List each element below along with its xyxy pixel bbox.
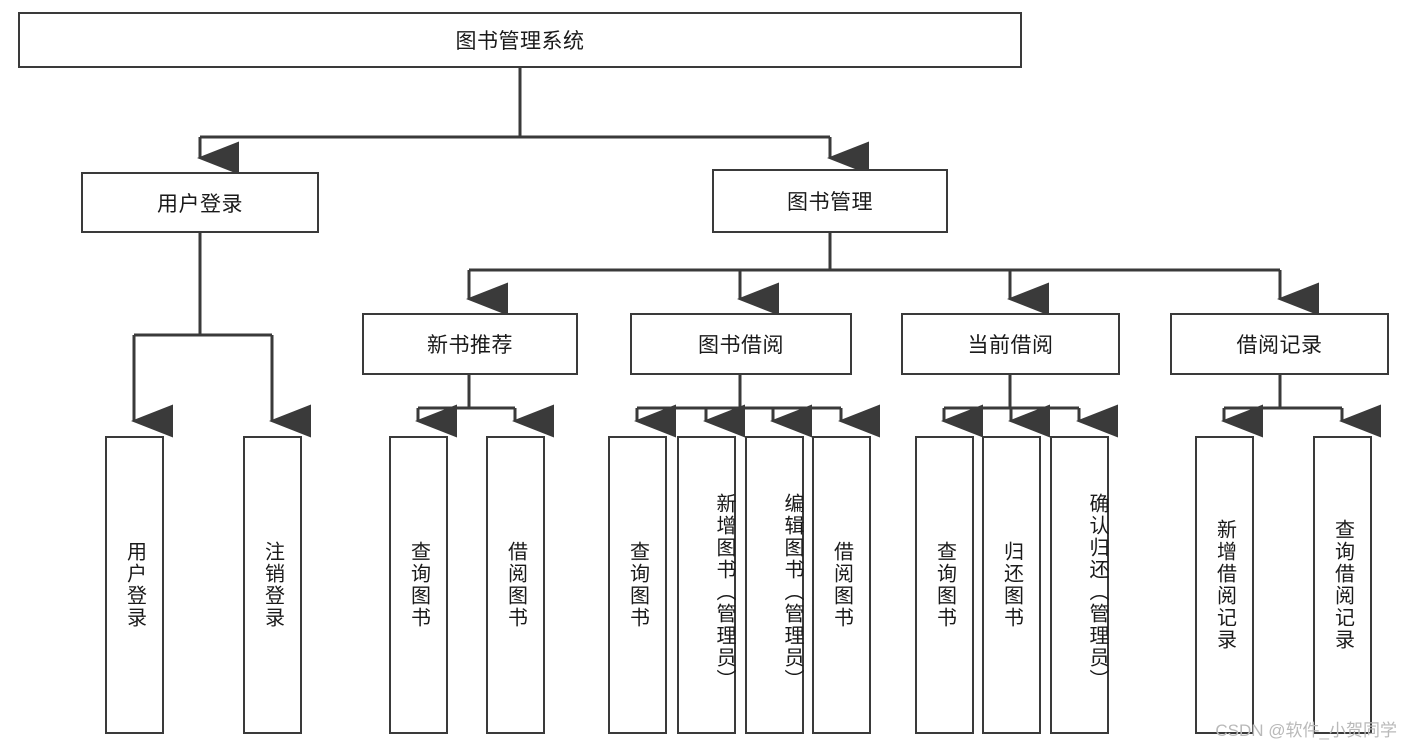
- node-label: 当前借阅: [967, 334, 1054, 357]
- node-label: 借阅记录: [1236, 334, 1323, 357]
- node-label: 查询借阅记录: [1331, 519, 1354, 651]
- leaf-user-login[interactable]: 用户登录: [105, 436, 164, 734]
- node-label: 注销登录: [261, 541, 284, 629]
- leaf-query-book-recommend[interactable]: 查询图书: [389, 436, 448, 734]
- leaf-logout-login[interactable]: 注销登录: [243, 436, 302, 734]
- node-label: 用户登录: [157, 192, 243, 216]
- node-new-book-recommend[interactable]: 新书推荐: [362, 313, 578, 375]
- node-borrow-record[interactable]: 借阅记录: [1170, 313, 1389, 375]
- node-label: 新书推荐: [427, 334, 513, 357]
- leaf-confirm-return-admin[interactable]: 确认归还（管理员）: [1050, 436, 1109, 734]
- node-label: 归还图书: [1000, 541, 1023, 629]
- leaf-query-book-current[interactable]: 查询图书: [915, 436, 974, 734]
- node-label: 图书管理系统: [455, 30, 585, 53]
- leaf-query-book-borrow[interactable]: 查询图书: [608, 436, 667, 734]
- node-label: 编辑图书（管理员）: [781, 493, 803, 691]
- leaf-edit-book-admin[interactable]: 编辑图书（管理员）: [745, 436, 804, 734]
- node-root-book-management-system[interactable]: 图书管理系统: [18, 12, 1022, 68]
- node-label: 查询图书: [626, 541, 649, 629]
- node-label: 借阅图书: [504, 541, 527, 629]
- node-label: 图书管理: [787, 191, 873, 214]
- node-user-login[interactable]: 用户登录: [81, 172, 319, 233]
- leaf-borrow-book[interactable]: 借阅图书: [812, 436, 871, 734]
- node-label: 确认归还（管理员）: [1086, 493, 1108, 691]
- leaf-query-borrow-record[interactable]: 查询借阅记录: [1313, 436, 1372, 734]
- node-label: 新增借阅记录: [1213, 519, 1236, 651]
- node-current-borrow[interactable]: 当前借阅: [901, 313, 1120, 375]
- node-book-borrow[interactable]: 图书借阅: [630, 313, 852, 375]
- node-label: 查询图书: [407, 541, 430, 629]
- leaf-add-borrow-record[interactable]: 新增借阅记录: [1195, 436, 1254, 734]
- node-book-management[interactable]: 图书管理: [712, 169, 948, 233]
- node-label: 借阅图书: [830, 541, 853, 629]
- node-label: 新增图书（管理员）: [713, 493, 735, 691]
- leaf-return-book[interactable]: 归还图书: [982, 436, 1041, 734]
- leaf-borrow-book-recommend[interactable]: 借阅图书: [486, 436, 545, 734]
- node-label: 图书借阅: [698, 334, 784, 357]
- watermark-text: CSDN @软件_小贺同学: [1215, 721, 1397, 740]
- leaf-add-book-admin[interactable]: 新增图书（管理员）: [677, 436, 736, 734]
- node-label: 用户登录: [123, 541, 146, 629]
- node-label: 查询图书: [933, 541, 956, 629]
